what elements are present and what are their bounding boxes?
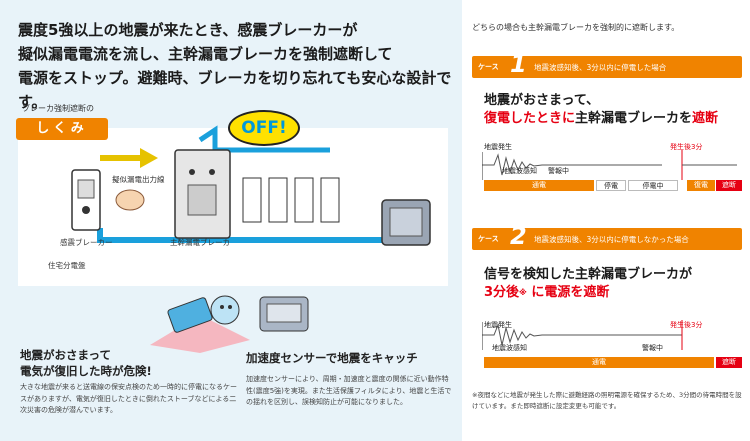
- case1-bar-cut: 遮断: [716, 180, 742, 191]
- shikumi-badge: しくみ: [16, 118, 108, 140]
- case1-head-line1: 地震がおさまって、: [484, 93, 600, 108]
- breaker-diagram: [71, 125, 431, 246]
- case2-detect-label: 地震波感知: [492, 344, 527, 352]
- main-wire: [97, 220, 408, 243]
- quake-breaker-box: [71, 169, 101, 231]
- danger-title-line1: 地震がおさまって: [20, 348, 111, 362]
- danger-title: 地震がおさまって 電気が復旧した時が危険!: [20, 347, 152, 379]
- case1-head-breaker: 主幹漏電ブレーカを: [575, 111, 693, 126]
- case2-head-3min: 3分後: [484, 285, 520, 300]
- case1-alarm-label: 警報中: [548, 167, 569, 175]
- sensor-body: 加速度センサーにより、周期・加速度と震度の関係に近い動作特性(震度5強)を実現。…: [246, 375, 452, 406]
- footnote: ※夜間などに地震が発生した際に避難経路の照明電源を確保するため、3分間の待電時間…: [472, 391, 742, 410]
- case1-wave: [482, 150, 737, 180]
- case2-bar: ケース 2 地震波感知後、3分以内に停電しなかった場合: [472, 222, 742, 250]
- branch-breaker-4: [320, 177, 340, 223]
- case2-three-min-label: 発生後3分: [670, 321, 703, 329]
- case2-text: 地震波感知後、3分以内に停電しなかった場合: [534, 235, 689, 244]
- sensor-device-illustration: [259, 296, 309, 332]
- diagram-caption: ブレーカ強制遮断の: [22, 104, 94, 113]
- danger-title-line2: 電気が復旧した時が危険!: [20, 364, 152, 378]
- case2-bar-cut: 遮断: [716, 357, 742, 368]
- headline-line1: 震度5強以上の地震が来たとき、感震ブレーカーが: [18, 21, 358, 39]
- case1-head-restore: 復電したときに: [484, 111, 576, 126]
- danger-body: 大きな地震が来ると送電線の保安点検のため一時的に停電になるケースがありますが、電…: [20, 383, 237, 414]
- right-intro: どちらの場合も主幹漏電ブレーカを強制的に遮断します。: [472, 23, 680, 32]
- branch-breaker-2: [268, 177, 288, 223]
- hand-icon: [115, 189, 145, 211]
- case2-wave: [482, 320, 683, 350]
- case1-bar-restore: 復電: [687, 180, 715, 191]
- case1-detect-label: 地震波感知: [502, 167, 537, 175]
- case1-bar-outage: 停電: [596, 180, 626, 191]
- case2-head-line2: 3分後※ に電源を遮断: [484, 284, 692, 302]
- arrow-icon: [140, 148, 158, 168]
- right-section: どちらの場合も主幹漏電ブレーカを強制的に遮断します。 ケース 1 地震波感知後、…: [462, 0, 750, 441]
- left-section: 震度5強以上の地震が来たとき、感震ブレーカーが 擬似漏電電流を流し、主幹漏電ブレ…: [0, 0, 462, 441]
- case2-heading: 信号を検知した主幹漏電ブレーカが 3分後※ に電源を遮断: [484, 266, 692, 302]
- pseudo-leak-line-label: 擬似漏電出力線: [112, 175, 165, 184]
- case1-label: ケース: [478, 63, 499, 71]
- case1-text: 地震波感知後、3分以内に停電した場合: [534, 63, 667, 72]
- case2-bar-on: 通電: [484, 357, 714, 368]
- case1-number: 1: [510, 50, 527, 78]
- case2-head-line1: 信号を検知した主幹漏電ブレーカが: [484, 267, 693, 282]
- case1-heading: 地震がおさまって、 復電したときに主幹漏電ブレーカを遮断: [484, 92, 718, 128]
- case1-quake-label: 地震発生: [484, 143, 512, 151]
- case1-head-cut: 遮断: [692, 111, 719, 126]
- case2-head-power: に電源を: [531, 285, 584, 300]
- quake-breaker-label: 感震ブレーカー: [60, 238, 113, 247]
- case2-quake-label: 地震発生: [484, 321, 512, 329]
- case2-head-cut: 遮断: [583, 285, 610, 300]
- case1-bar-outage2: 停電中: [628, 180, 678, 191]
- case1-three-min-label: 発生後3分: [670, 143, 703, 151]
- headline-line3: 電源をストップ。避難時、ブレーカを切り忘れても安心な設計です。: [18, 69, 452, 111]
- branch-breaker-1: [242, 177, 262, 223]
- case2-head-mark: ※: [519, 288, 527, 297]
- case2-label: ケース: [478, 235, 499, 243]
- headline: 震度5強以上の地震が来たとき、感震ブレーカーが 擬似漏電電流を流し、主幹漏電ブレ…: [18, 18, 458, 114]
- case1-bar-on: 通電: [484, 180, 594, 191]
- top-wire: [198, 125, 330, 153]
- case2-alarm-label: 警報中: [642, 344, 663, 352]
- case1-bar: ケース 1 地震波感知後、3分以内に停電した場合: [472, 50, 742, 78]
- main-breaker-label: 主幹漏電ブレーカ: [170, 238, 230, 247]
- branch-breaker-3: [294, 177, 314, 223]
- panel-label: 住宅分電盤: [48, 261, 86, 270]
- case2-number: 2: [510, 222, 527, 250]
- off-bubble: OFF!: [228, 110, 300, 146]
- headline-line2: 擬似漏電電流を流し、主幹漏電ブレーカを強制遮断して: [18, 45, 393, 63]
- fallen-heater-illustration: [150, 295, 250, 353]
- arrow-shaft: [100, 155, 140, 161]
- case1-head-line2: 復電したときに主幹漏電ブレーカを遮断: [484, 110, 718, 128]
- sensor-title: 加速度センサーで地震をキャッチ: [246, 351, 418, 365]
